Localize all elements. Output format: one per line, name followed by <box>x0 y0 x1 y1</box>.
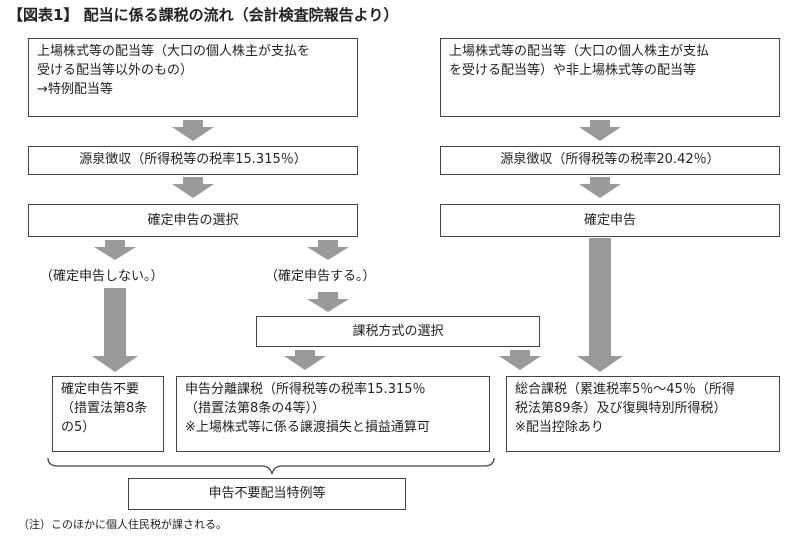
left-source-line2: 受ける配当等以外のもの） <box>37 63 194 78</box>
right-filing-box: 確定申告 <box>440 204 780 237</box>
arrow-no-filing <box>94 240 136 260</box>
arrow-right-2 <box>579 177 621 198</box>
method-choice-text: 課税方式の選択 <box>352 324 444 339</box>
arrow-method <box>307 292 349 312</box>
left-withholding-text: 源泉徴収（所得税等の税率15.315％） <box>79 152 307 167</box>
comprehensive-line2: 税法第89条）及び復興特別所得税） <box>515 401 727 416</box>
separate-line2: （措置法第8条の4等）） <box>185 401 326 416</box>
right-filing-text: 確定申告 <box>583 213 636 228</box>
not-required-line2: （措置法第8条 <box>61 401 148 416</box>
not-required-line1: 確定申告不要 <box>61 382 140 397</box>
no-filing-label: （確定申告しない。） <box>40 269 164 284</box>
arrow-right-1 <box>579 120 621 141</box>
arrow-comprehensive <box>499 350 541 370</box>
comprehensive-line1: 総合課税（累進税率5％～45％（所得 <box>515 382 735 397</box>
left-source-line1: 上場株式等の配当等（大口の個人株主が支払を <box>37 44 311 59</box>
right-source-line1: 上場株式等の配当等（大口の個人株主が支払 <box>449 44 710 59</box>
arrow-left-2 <box>172 177 214 198</box>
right-source-line2: を受ける配当等）や非上場株式等の配当等 <box>449 63 697 78</box>
separate-line1: 申告分離課税（所得税等の税率15.315％ <box>185 382 426 397</box>
filing-choice-text: 確定申告の選択 <box>147 213 239 228</box>
comprehensive-line3: ※配当控除あり <box>515 420 604 435</box>
arrow-not-required <box>92 288 138 372</box>
not-required-line3: の5） <box>61 420 96 435</box>
filing-choice-box: 確定申告の選択 <box>28 204 358 237</box>
comprehensive-box: 総合課税（累進税率5％～45％（所得 税法第89条）及び復興特別所得税） ※配当… <box>506 376 780 452</box>
footnote: （注）このほかに個人住民税が課される。 <box>18 518 227 531</box>
left-withholding-box: 源泉徴収（所得税等の税率15.315％） <box>28 146 358 175</box>
arrow-separate <box>284 350 326 370</box>
exception-text: 申告不要配当特例等 <box>208 486 326 501</box>
right-source-box: 上場株式等の配当等（大口の個人株主が支払 を受ける配当等）や非上場株式等の配当等 <box>440 38 780 117</box>
right-withholding-text: 源泉徴収（所得税等の税率20.42％） <box>500 152 720 167</box>
separate-line3: ※上場株式等に係る譲渡損失と損益通算可 <box>185 420 430 435</box>
separate-taxation-box: 申告分離課税（所得税等の税率15.315％ （措置法第8条の4等）） ※上場株式… <box>176 376 490 452</box>
arrow-right-long <box>577 238 623 372</box>
method-choice-box: 課税方式の選択 <box>256 316 540 347</box>
arrow-filing <box>307 240 349 260</box>
exception-brace <box>47 457 495 475</box>
filing-label: （確定申告する。） <box>265 269 376 284</box>
arrow-left-1 <box>172 120 214 141</box>
exception-box: 申告不要配当特例等 <box>128 478 406 510</box>
not-required-box: 確定申告不要 （措置法第8条 の5） <box>52 376 164 452</box>
left-source-line3: →特例配当等 <box>37 82 113 97</box>
diagram-title: 【図表1】 配当に係る課税の流れ（会計検査院報告より） <box>8 6 399 24</box>
right-withholding-box: 源泉徴収（所得税等の税率20.42％） <box>440 146 780 175</box>
left-source-box: 上場株式等の配当等（大口の個人株主が支払を 受ける配当等以外のもの） →特例配当… <box>28 38 358 117</box>
